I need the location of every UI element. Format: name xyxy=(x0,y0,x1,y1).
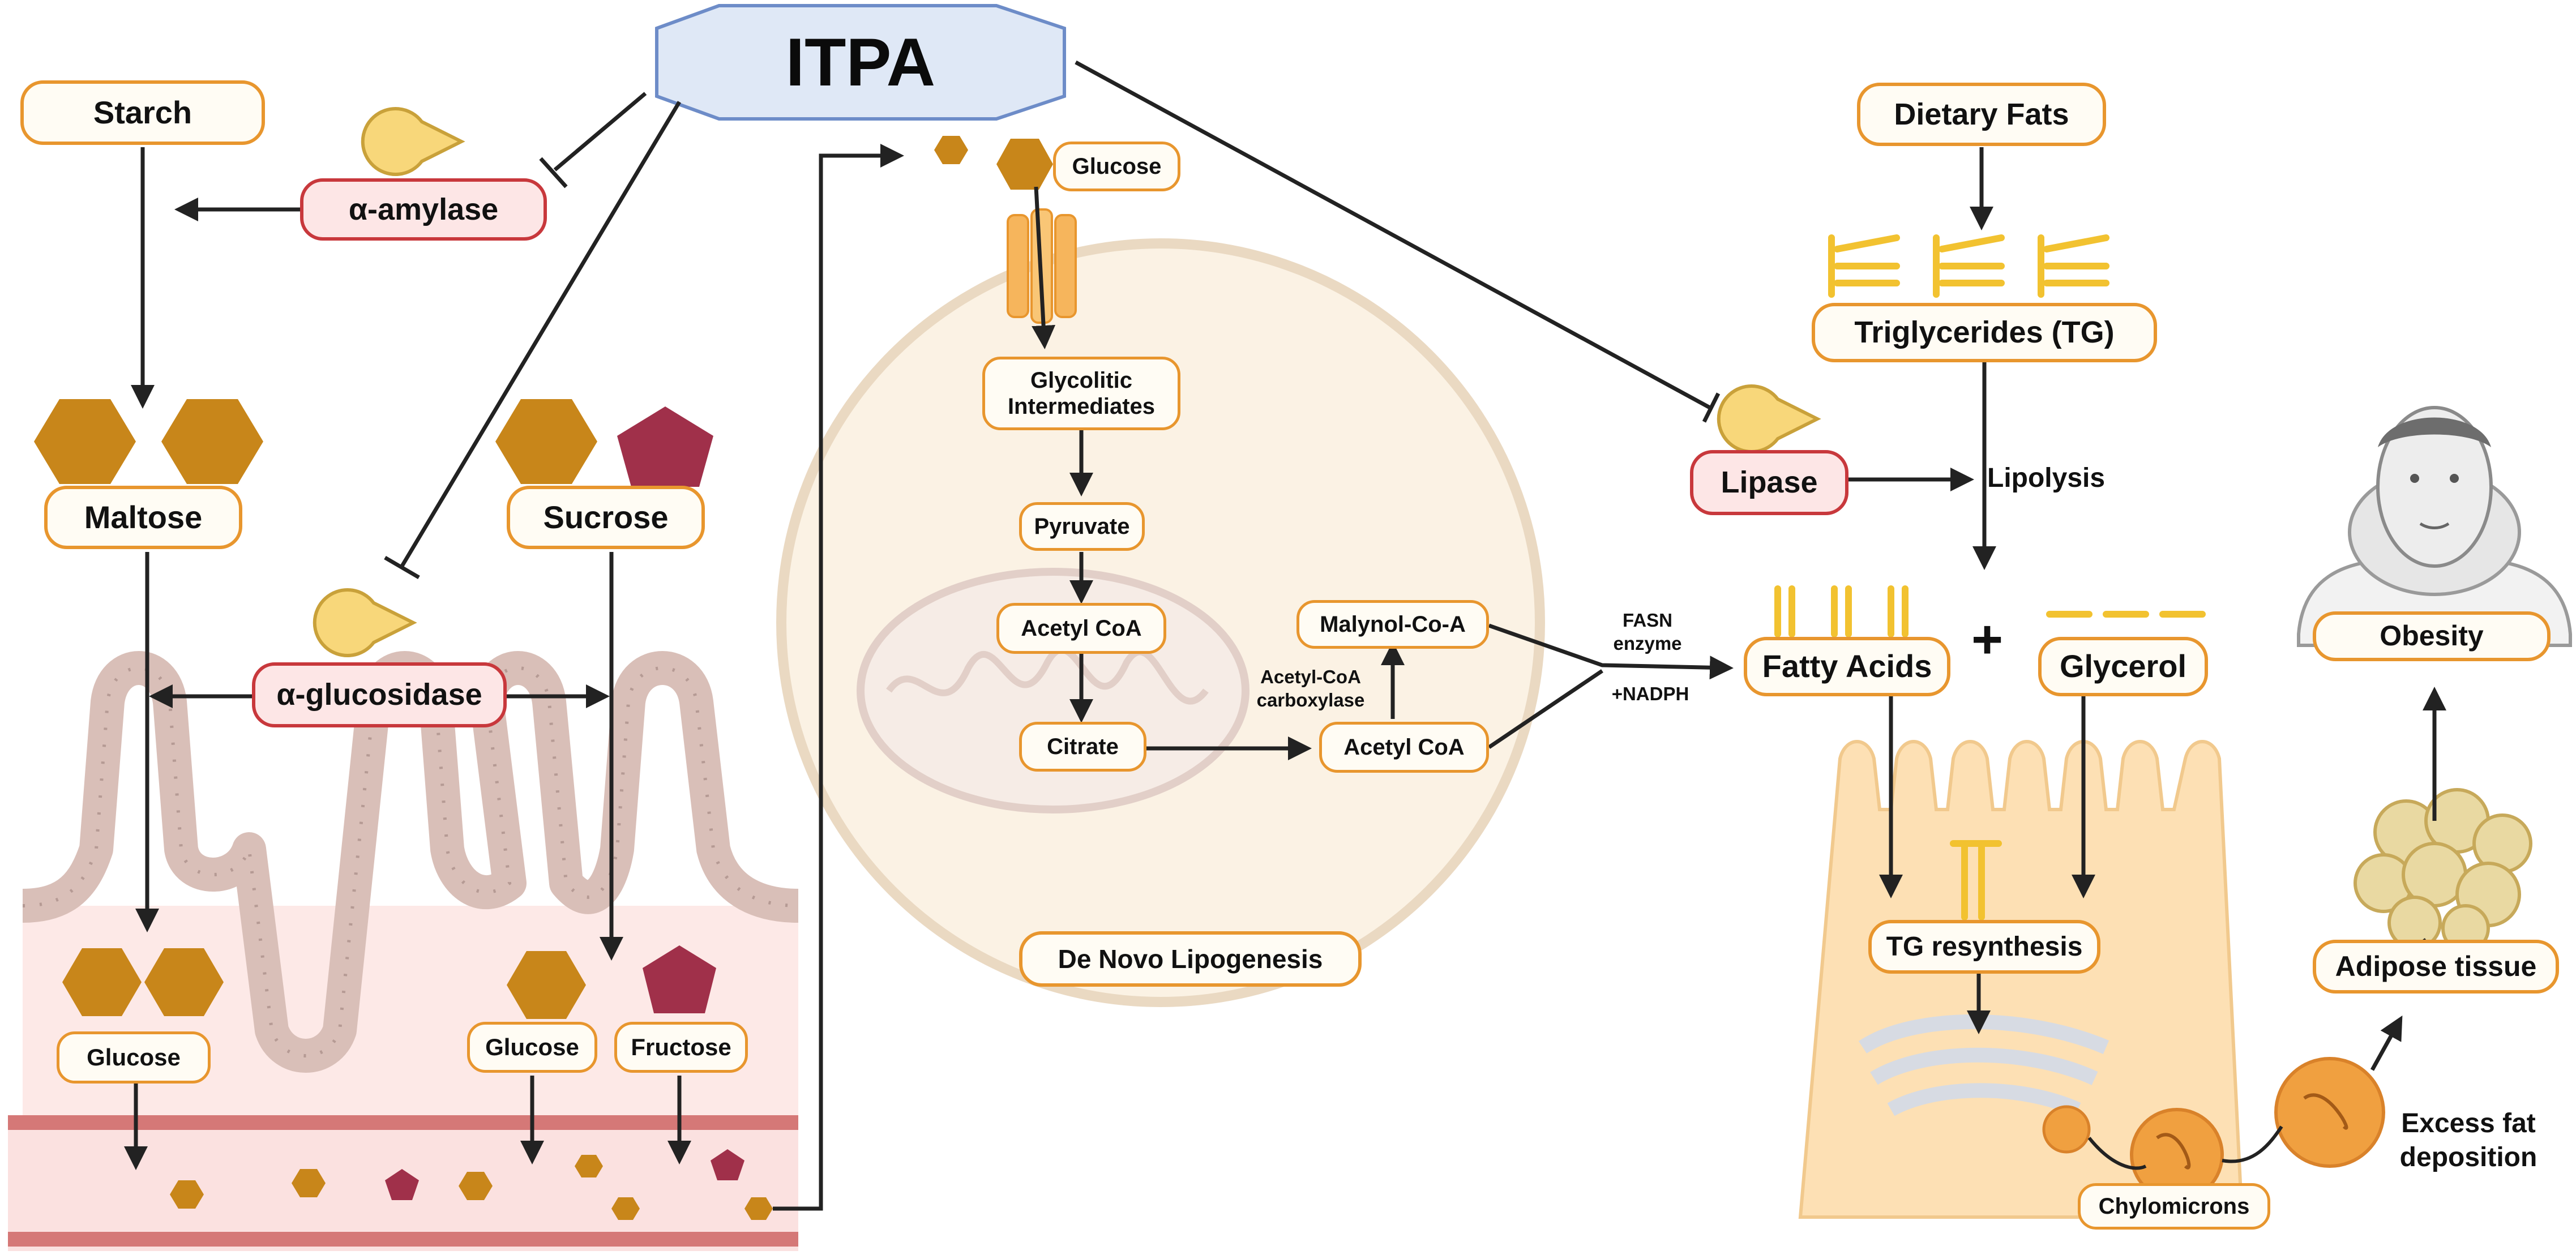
excess-fat-deposition-text: Excess fat deposition xyxy=(2399,1108,2538,1172)
starch-label: Starch xyxy=(20,80,265,145)
plus-sign: + xyxy=(1971,609,2004,670)
acetyl-coa-carboxylase-text: Acetyl-CoA carboxylase xyxy=(1256,666,1365,711)
fructose-pentagons xyxy=(385,406,744,1200)
de-novo-lipogenesis-label: De Novo Lipogenesis xyxy=(1019,931,1362,987)
lipase-label: Lipase xyxy=(1690,450,1848,515)
adipose-tissue-label: Adipose tissue xyxy=(2313,940,2559,994)
obese-person-illustration xyxy=(2297,406,2572,647)
acetyl-coa-label-1: Acetyl CoA xyxy=(996,603,1166,654)
fatty-acids-label: Fatty Acids xyxy=(1744,637,1950,696)
fructose-label: Fructose xyxy=(614,1022,748,1073)
citrate-label: Citrate xyxy=(1019,722,1146,772)
maltose-label: Maltose xyxy=(44,486,242,549)
fasn-enzyme-text: FASN enzyme xyxy=(1613,610,1682,654)
glycolitic-intermediates-label: Glycolitic Intermediates xyxy=(982,357,1180,430)
adipose-cells xyxy=(2354,788,2532,953)
chylomicrons-label: Chylomicrons xyxy=(2078,1183,2270,1230)
itpa-title: ITPA xyxy=(785,24,936,100)
dnl-glucose-label: Glucose xyxy=(1053,142,1180,191)
nadph-text: +NADPH xyxy=(1611,683,1689,704)
dietary-fats-label: Dietary Fats xyxy=(1857,83,2106,146)
triglycerides-label: Triglycerides (TG) xyxy=(1812,303,2157,362)
obesity-label: Obesity xyxy=(2313,611,2551,661)
pyruvate-label: Pyruvate xyxy=(1019,502,1145,551)
alpha-glucosidase-label: α-glucosidase xyxy=(252,662,507,727)
sucrose-label: Sucrose xyxy=(507,486,705,549)
glucose-transporter xyxy=(1007,208,1077,324)
lipid-glyphs xyxy=(1774,234,2206,920)
glycerol-label: Glycerol xyxy=(2038,637,2208,696)
lipolysis-text: Lipolysis xyxy=(1987,463,2106,493)
malonyl-coa-label: Malynol-Co-A xyxy=(1296,600,1489,649)
alpha-amylase-label: α-amylase xyxy=(300,178,547,241)
glucose-hexagons xyxy=(34,136,1053,1220)
connectors xyxy=(124,60,2446,1211)
tg-resynthesis-label: TG resynthesis xyxy=(1868,920,2100,974)
glucose-left-label: Glucose xyxy=(57,1031,211,1084)
glucose-mid-label: Glucose xyxy=(467,1022,597,1073)
enzyme-pacmen xyxy=(313,107,1821,657)
acetyl-coa-label-2: Acetyl CoA xyxy=(1319,722,1489,773)
